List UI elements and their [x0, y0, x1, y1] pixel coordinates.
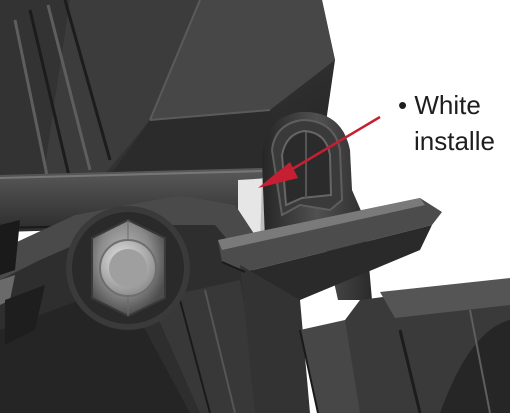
callout-arrow [258, 115, 381, 188]
lever-arm [218, 198, 442, 413]
upper-housing [0, 0, 335, 210]
left-cutouts [0, 220, 45, 345]
callout-label-line-1: • White [398, 90, 481, 120]
bolt-assembly [66, 206, 190, 330]
right-lower-parts [299, 278, 510, 413]
callout-label-line-2: installe [414, 126, 495, 156]
